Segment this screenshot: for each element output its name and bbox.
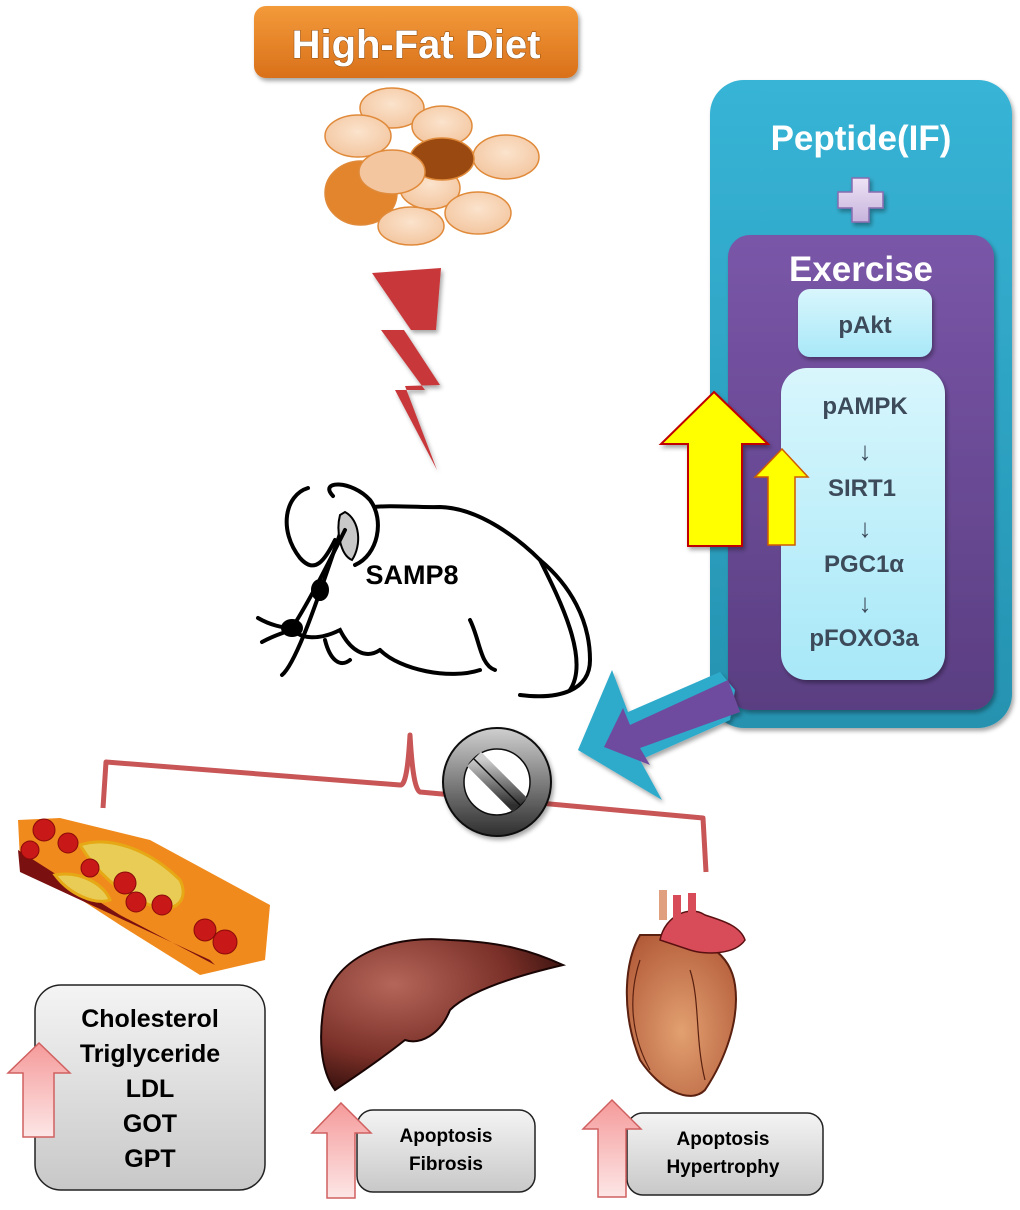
- heart-marker-apoptosis: Apoptosis: [677, 1129, 770, 1150]
- liver-icon: [320, 938, 567, 1092]
- pathway-step-1: pAMPK: [822, 393, 908, 420]
- pakt-box: [798, 289, 932, 357]
- pathway-arrow-3: ↓: [859, 588, 872, 618]
- heart-icon: [625, 890, 746, 1097]
- pathway-step-3: PGC1α: [824, 551, 904, 578]
- peptide-label: Peptide(IF): [771, 119, 952, 158]
- marker-ldl: LDL: [126, 1075, 175, 1103]
- pathway-step-2: SIRT1: [828, 475, 896, 502]
- liver-marker-apoptosis: Apoptosis: [400, 1126, 493, 1147]
- pathway-step-4: pFOXO3a: [809, 625, 919, 652]
- artery-plaque-icon: [18, 818, 270, 975]
- bracket-divider: [100, 732, 709, 873]
- pathway-arrow-1: ↓: [859, 436, 872, 466]
- marker-gpt: GPT: [124, 1145, 175, 1173]
- pakt-label: pAkt: [838, 312, 891, 339]
- marker-got: GOT: [123, 1110, 177, 1138]
- lipid-increase-arrow-icon: [6, 1041, 72, 1138]
- pathway-arrow-2: ↓: [859, 513, 872, 543]
- fat-pills-icon: [324, 87, 540, 246]
- liver-increase-arrow-icon: [310, 1101, 373, 1199]
- intervention-arrow-icon: [578, 670, 740, 800]
- exercise-label: Exercise: [789, 250, 933, 289]
- lightning-bolt-icon: [372, 268, 441, 470]
- heart-increase-arrow-icon: [581, 1098, 643, 1198]
- heart-marker-hypertrophy: Hypertrophy: [667, 1157, 780, 1178]
- marker-triglyceride: Triglyceride: [80, 1040, 220, 1068]
- plus-icon: [837, 177, 884, 223]
- mouse-icon: [256, 482, 593, 699]
- prohibition-icon: [442, 727, 552, 837]
- large-yellow-up-arrow-icon: [658, 390, 771, 547]
- liver-marker-fibrosis: Fibrosis: [409, 1154, 483, 1175]
- small-yellow-up-arrow-icon: [753, 447, 810, 546]
- pathway-box: [781, 368, 945, 680]
- marker-cholesterol: Cholesterol: [81, 1005, 219, 1033]
- liver-markers-box: [356, 1109, 536, 1193]
- high-fat-diet-label: High-Fat Diet: [292, 23, 541, 67]
- heart-markers-box: [626, 1112, 824, 1196]
- high-fat-diet-banner: [254, 6, 578, 78]
- samp8-label: SAMP8: [365, 560, 458, 590]
